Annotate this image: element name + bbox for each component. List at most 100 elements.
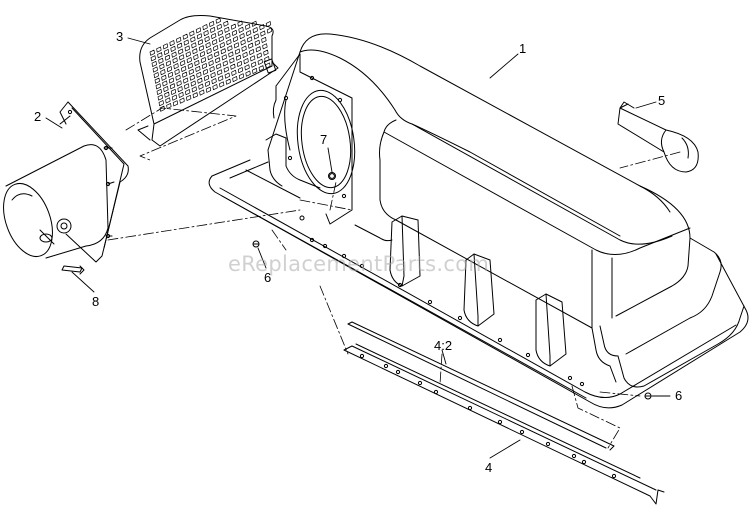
screen-mesh-cell — [216, 23, 222, 30]
screen-mesh-cell — [224, 72, 230, 79]
screen-mesh-cell — [163, 49, 170, 56]
part-4-2-strip — [347, 321, 615, 451]
part-2-chute — [3, 101, 129, 263]
screen-mesh-cell — [168, 77, 175, 84]
screen-mesh-cell — [205, 86, 212, 93]
screen-mesh-cell — [218, 36, 224, 43]
screen-mesh-cell — [152, 66, 158, 73]
screen-mesh-cell — [232, 36, 239, 43]
screen-mesh-cell — [223, 66, 229, 73]
screen-mesh-cell — [266, 27, 273, 34]
screen-mesh-cell — [258, 65, 264, 72]
screen-mesh-cell — [172, 100, 179, 107]
screen-mesh-cell — [242, 51, 248, 58]
screen-mesh-cell — [173, 63, 179, 70]
screen-mesh-cell — [230, 63, 236, 70]
screen-mesh-cell — [184, 83, 190, 90]
screen-mesh-cell — [192, 48, 198, 55]
screen-mesh-cell — [208, 60, 214, 67]
screen-mesh-cell — [238, 26, 244, 33]
screen-mesh-cell — [162, 43, 169, 50]
hardware-6-bolt-left — [252, 240, 260, 248]
screen-mesh-cell — [257, 58, 263, 65]
screen-mesh-cell — [170, 88, 177, 95]
screen-mesh — [149, 17, 273, 112]
screen-mesh-cell — [247, 36, 253, 43]
screen-mesh-cell — [169, 40, 175, 47]
screen-mesh-cell — [243, 58, 249, 65]
screen-mesh-cell — [234, 48, 241, 55]
screen-mesh-cell — [262, 43, 268, 50]
screen-mesh-cell — [201, 63, 208, 70]
screen-mesh-cell — [218, 75, 224, 82]
screen-mesh-cell — [161, 74, 167, 81]
screen-mesh-cell — [219, 42, 225, 49]
screen-mesh-cell — [167, 71, 174, 78]
screen-mesh-cell — [175, 74, 181, 81]
screen-mesh-cell — [172, 57, 178, 64]
screen-mesh-cell — [251, 20, 257, 27]
callout-8: 8 — [92, 294, 100, 309]
screen-mesh-cell — [213, 45, 219, 52]
screen-mesh-cell — [157, 52, 163, 59]
screen-mesh-cell — [188, 68, 194, 75]
screen-mesh-cell — [189, 74, 195, 81]
screen-mesh-cell — [255, 46, 261, 53]
screen-mesh-cell — [163, 86, 169, 93]
screen-mesh-cell — [228, 51, 234, 58]
screen-mesh-cell — [241, 45, 247, 52]
screen-mesh-cell — [232, 76, 238, 83]
screen-mesh-cell — [190, 36, 196, 43]
screen-mesh-cell — [217, 69, 223, 76]
screen-mesh-cell — [252, 27, 258, 34]
screen-mesh-cell — [199, 51, 206, 58]
screen-mesh-cell — [260, 30, 266, 37]
screen-mesh-cell — [165, 60, 172, 67]
screen-mesh-cell — [158, 57, 164, 64]
screen-mesh-cell — [169, 83, 176, 90]
part-5-flap — [617, 101, 699, 173]
screen-mesh-cell — [239, 33, 245, 40]
screen-mesh-cell — [246, 30, 252, 37]
screen-mesh-cell — [156, 88, 162, 95]
screen-mesh-cell — [252, 67, 258, 74]
screen-mesh-cell — [189, 30, 195, 37]
screen-mesh-cell — [164, 54, 171, 61]
screen-mesh-cell — [198, 45, 205, 52]
part-1-hood — [208, 33, 749, 409]
screen-mesh-cell — [250, 55, 256, 62]
screen-mesh-cell — [226, 39, 232, 46]
screen-mesh-cell — [197, 77, 203, 84]
screen-mesh-cell — [225, 78, 231, 85]
screen-mesh-cell — [156, 46, 162, 53]
screen-mesh-cell — [219, 81, 225, 88]
screen-mesh-cell — [222, 60, 228, 67]
screen-mesh-cell — [192, 92, 198, 99]
callout-6-right: 6 — [675, 388, 683, 403]
screen-mesh-cell — [180, 60, 186, 67]
screen-mesh-cell — [171, 94, 178, 101]
screen-mesh-cell — [179, 54, 185, 61]
part-4-strip — [343, 343, 665, 505]
screen-mesh-cell — [197, 39, 204, 46]
screen-mesh-cell — [177, 86, 183, 93]
callout-1: 1 — [519, 41, 527, 56]
screen-mesh-cell — [206, 48, 212, 55]
screen-mesh-cell — [187, 62, 193, 69]
callout-5: 5 — [658, 93, 666, 108]
callout-4-2: 4:2 — [434, 338, 453, 353]
leader-lines — [45, 37, 671, 459]
screen-mesh-cell — [240, 39, 246, 46]
screen-mesh-cell — [203, 30, 209, 37]
screen-mesh-cell — [149, 49, 155, 56]
screen-mesh-cell — [256, 52, 262, 59]
screen-mesh-cell — [195, 27, 202, 34]
screen-mesh-cell — [195, 65, 201, 72]
screen-mesh-cell — [224, 26, 230, 33]
screen-mesh-cell — [229, 57, 235, 64]
screen-mesh-cell — [215, 17, 221, 24]
screen-mesh-cell — [244, 64, 250, 71]
screen-mesh-cell — [236, 60, 243, 67]
